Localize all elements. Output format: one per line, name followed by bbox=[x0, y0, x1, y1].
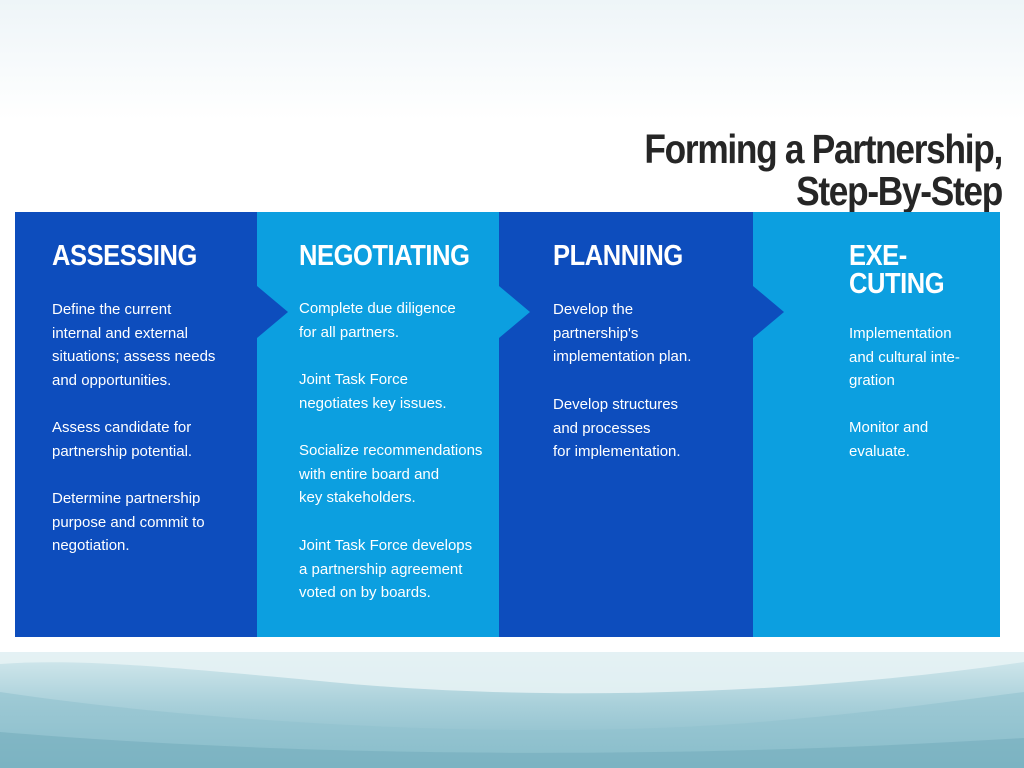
page-title: Forming a Partnership, Step-By-Step bbox=[572, 126, 1003, 214]
arrow-right-icon bbox=[257, 286, 288, 338]
step-text: Implementation and cultural inte- gratio… bbox=[849, 325, 960, 390]
step-executing: EXE- CUTING Implementation and cultural … bbox=[753, 212, 1000, 637]
arrow-right-icon bbox=[499, 286, 530, 338]
step-text: Complete due diligence for all partners. bbox=[299, 300, 456, 341]
step-heading: PLANNING bbox=[553, 240, 683, 272]
title-line-2: Step-By-Step bbox=[796, 168, 1003, 214]
wave-decoration bbox=[0, 652, 1024, 768]
top-background bbox=[0, 0, 1024, 120]
step-text: Socialize recommendations with entire bo… bbox=[299, 442, 483, 507]
step-text: Joint Task Force negotiates key issues. bbox=[299, 371, 447, 412]
step-text: Assess candidate for partnership potenti… bbox=[52, 419, 193, 460]
step-text: Joint Task Force develops a partnership … bbox=[299, 537, 473, 602]
steps-diagram: ASSESSING Define the current internal an… bbox=[15, 212, 1000, 637]
step-heading: ASSESSING bbox=[52, 240, 197, 272]
arrow-right-icon bbox=[753, 286, 784, 338]
step-text: Monitor and evaluate. bbox=[849, 419, 929, 460]
step-text: Determine partnership purpose and commit… bbox=[52, 490, 205, 555]
step-text: Develop the partnership's implementation… bbox=[553, 301, 692, 366]
bottom-wave-background bbox=[0, 652, 1024, 768]
step-assessing: ASSESSING Define the current internal an… bbox=[15, 212, 257, 637]
step-heading: EXE- CUTING bbox=[849, 240, 945, 300]
step-text: Define the current internal and external… bbox=[52, 301, 216, 389]
step-negotiating: NEGOTIATING Complete due diligence for a… bbox=[257, 212, 499, 637]
step-text: Develop structures and processes for imp… bbox=[553, 396, 681, 461]
step-planning: PLANNING Develop the partnership's imple… bbox=[499, 212, 753, 637]
step-heading: NEGOTIATING bbox=[299, 240, 470, 272]
title-line-1: Forming a Partnership, bbox=[644, 126, 1003, 172]
